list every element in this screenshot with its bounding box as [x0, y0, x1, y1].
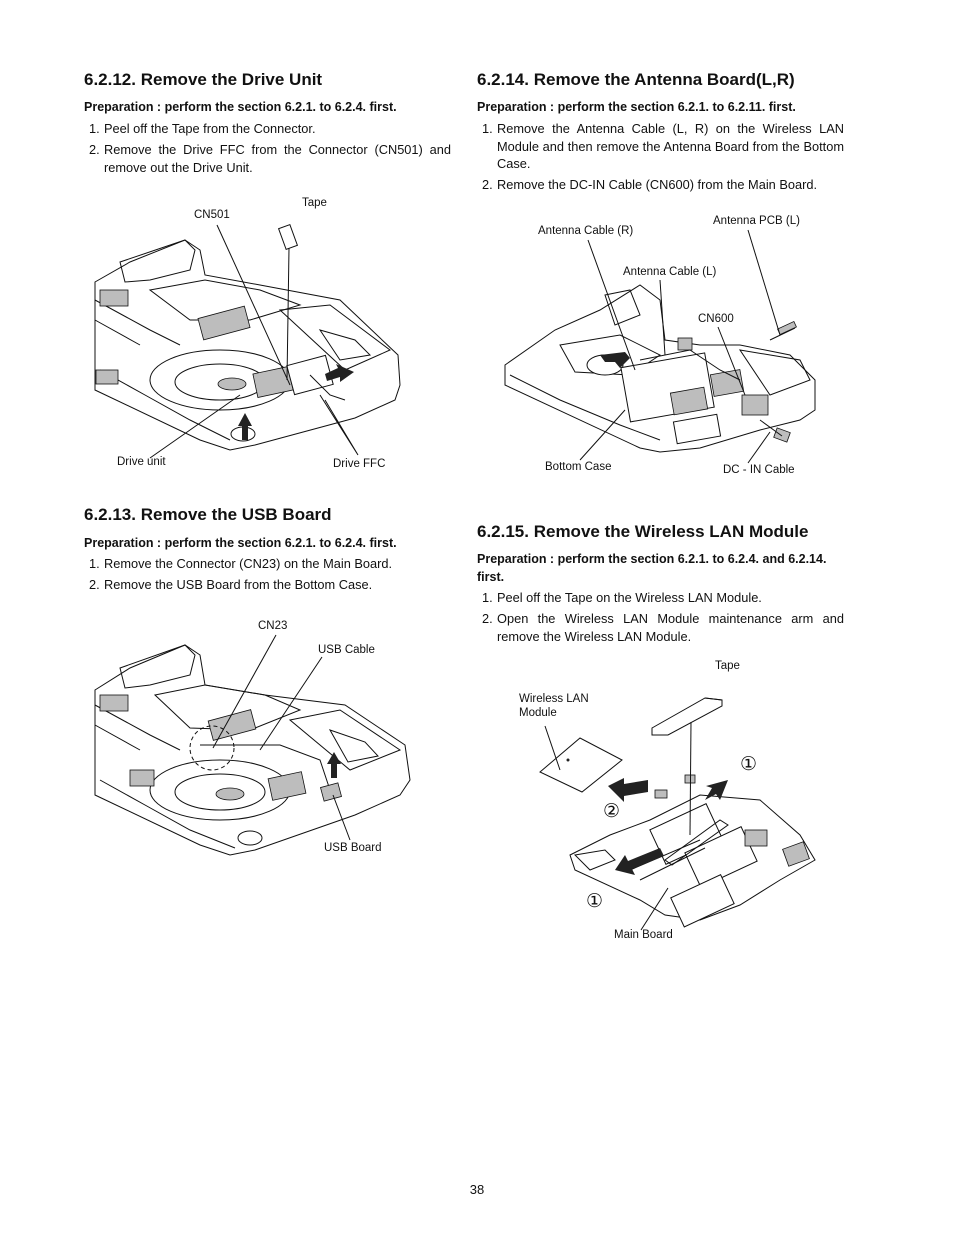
tape-piece [277, 223, 299, 251]
label-cn23: CN23 [258, 620, 288, 632]
laptop-chassis-drawing [94, 239, 401, 451]
label-usb-cable: USB Cable [318, 644, 375, 656]
section-title-antenna-board: 6.2.14. Remove the Antenna Board(L,R) [477, 70, 795, 89]
label-drive-ffc: Drive FFC [333, 458, 386, 470]
arrow-icon [705, 780, 728, 800]
label-cn501: CN501 [194, 209, 230, 221]
label-wireless-lan-module: Wireless LAN Module [519, 693, 589, 719]
label-drive-unit: Drive unit [117, 456, 166, 468]
list-item: 1.Peel off the Tape from the Connector. [89, 121, 316, 136]
label-bottom-case: Bottom Case [545, 461, 612, 473]
step-list: 1.Remove the Antenna Cable (L, R) on the… [477, 120, 844, 197]
preparation-note: Preparation : perform the section 6.2.1.… [84, 536, 397, 550]
label-antenna-pcb-l: Antenna PCB (L) [713, 215, 800, 227]
laptop-chassis-drawing [94, 644, 411, 856]
wlan-module-drawing [539, 737, 623, 793]
list-item: 1.Peel off the Tape on the Wireless LAN … [482, 590, 762, 605]
list-item: 2.Remove the Drive FFC from the Connecto… [89, 142, 451, 175]
laptop-chassis-drawing [504, 284, 816, 453]
arrow-icon [608, 778, 648, 802]
label-cn600: CN600 [698, 313, 734, 325]
page-number: 38 [469, 1182, 485, 1197]
label-antenna-cable-l: Antenna Cable (L) [623, 266, 717, 278]
label-usb-board: USB Board [324, 842, 382, 854]
step-list: 1.Peel off the Tape from the Connector. … [84, 120, 451, 180]
main-board-drawing [569, 774, 816, 928]
label-antenna-cable-r: Antenna Cable (R) [538, 225, 634, 237]
step-marker-2: ② [603, 801, 621, 822]
preparation-note: Preparation : perform the section 6.2.1.… [84, 100, 397, 114]
list-item: 1.Remove the Connector (CN23) on the Mai… [89, 556, 393, 571]
step-list: 1.Remove the Connector (CN23) on the Mai… [84, 555, 451, 597]
section-title-wireless-lan: 6.2.15. Remove the Wireless LAN Module [477, 522, 809, 541]
arrow-icon [238, 413, 252, 440]
arrow-icon [600, 352, 630, 368]
label-tape: Tape [302, 197, 327, 209]
highlight-circle [189, 725, 235, 771]
section-title-usb-board: 6.2.13. Remove the USB Board [84, 505, 332, 524]
step-marker-1b: ① [586, 891, 604, 912]
label-main-board: Main Board [614, 929, 673, 941]
section-title-drive-unit: 6.2.12. Remove the Drive Unit [84, 70, 323, 89]
step-list: 1.Peel off the Tape on the Wireless LAN … [477, 589, 844, 649]
arrow-icon [615, 848, 664, 875]
label-tape: Tape [715, 660, 740, 672]
preparation-note: Preparation : perform the section 6.2.1.… [477, 552, 827, 584]
list-item: 2.Remove the USB Board from the Bottom C… [89, 577, 373, 592]
tape-drawing [651, 697, 723, 736]
label-dc-in-cable: DC - IN Cable [723, 464, 795, 476]
arrow-icon [325, 364, 354, 382]
preparation-note: Preparation : perform the section 6.2.1.… [477, 100, 796, 114]
step-marker-1: ① [740, 754, 758, 775]
list-item: 2.Remove the DC-IN Cable (CN600) from th… [482, 177, 818, 192]
list-item: 1.Remove the Antenna Cable (L, R) on the… [482, 121, 844, 171]
arrow-icon [327, 752, 341, 778]
list-item: 2.Open the Wireless LAN Module maintenan… [482, 611, 844, 644]
